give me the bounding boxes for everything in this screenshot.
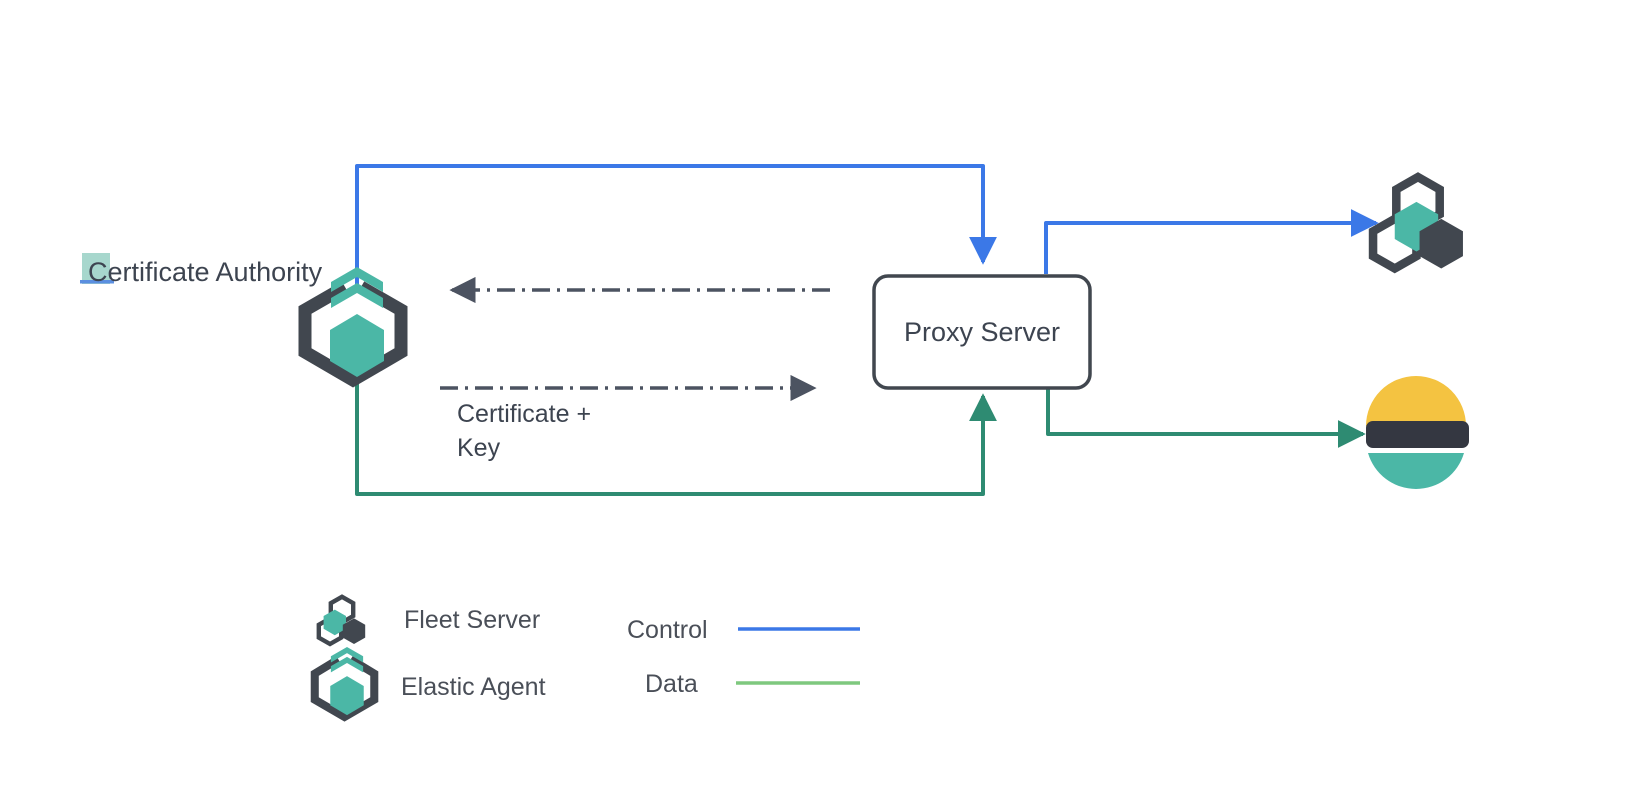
- legend-fleet-server-label: Fleet Server: [404, 606, 540, 634]
- edge-label-certificate-key-line1: Certificate +: [457, 400, 591, 428]
- legend-control-label: Control: [627, 616, 708, 644]
- proxy-server-label: Proxy Server: [904, 317, 1060, 347]
- certificate-authority-label: Certificate Authority: [88, 257, 323, 287]
- legend-item-control: Control: [627, 616, 860, 644]
- fleet-server-icon: [1368, 172, 1463, 274]
- legend-elastic-agent-icon: [310, 646, 379, 722]
- legend-fleet-server-icon: [316, 594, 366, 647]
- edge-agent-to-proxy-data: [355, 372, 997, 496]
- edge-label-certificate-key-line2: Key: [457, 434, 501, 462]
- legend-item-elastic-agent: Elastic Agent: [310, 646, 546, 722]
- elasticsearch-icon: [1366, 376, 1469, 489]
- legend-item-fleet-server: Fleet Server: [316, 594, 540, 647]
- ca-label-highlight: [80, 253, 114, 284]
- legend-item-data: Data: [645, 670, 860, 698]
- proxy-server-node[interactable]: Proxy Server: [872, 274, 1092, 390]
- legend-elastic-agent-label: Elastic Agent: [401, 673, 546, 701]
- edge-agent-to-proxy-control: [355, 164, 997, 290]
- edge-proxy-to-fleet-control: [1044, 209, 1379, 274]
- edge-proxy-to-elasticsearch-data: [1046, 388, 1366, 448]
- legend-data-label: Data: [645, 670, 698, 698]
- elastic-agent-icon: [298, 267, 408, 388]
